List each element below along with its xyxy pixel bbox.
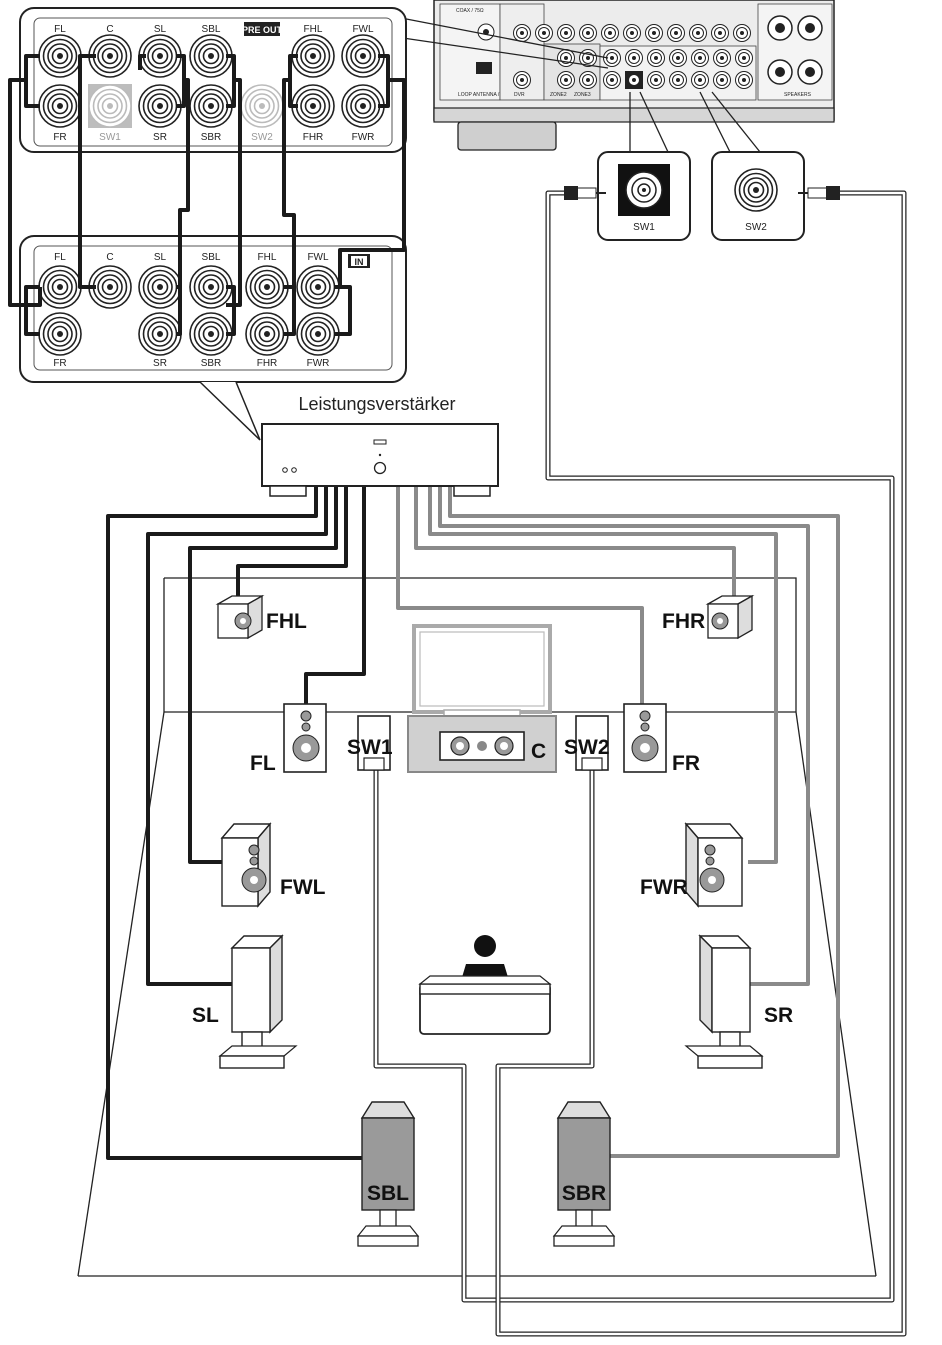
speaker-fwr bbox=[684, 822, 744, 908]
speaker-sl bbox=[218, 934, 298, 1069]
rca-plug-sw2 bbox=[798, 186, 840, 200]
in-label-fl: FL bbox=[54, 252, 66, 263]
power-amplifier: Leistungsverstärker bbox=[261, 394, 499, 497]
label-sw1: SW1 bbox=[347, 736, 393, 759]
subwoofer-cables bbox=[373, 190, 907, 1337]
subwoofer-sw1 bbox=[357, 715, 391, 771]
preout-label-fr: FR bbox=[53, 132, 66, 143]
in-label-fhr: FHR bbox=[257, 358, 278, 369]
preout-label-fwr: FWR bbox=[352, 132, 375, 143]
in-label-sl: SL bbox=[154, 252, 167, 263]
rca-plug-sw1 bbox=[564, 186, 606, 200]
amplifier-label: Leistungsverstärker bbox=[298, 394, 455, 414]
label-sbl: SBL bbox=[367, 1182, 409, 1205]
preout-label-sbr: SBR bbox=[201, 132, 222, 143]
label-fwr: FWR bbox=[640, 876, 688, 899]
callout-lines bbox=[395, 16, 761, 153]
label-fr: FR bbox=[672, 752, 700, 775]
subwoofer-sw2 bbox=[575, 715, 609, 771]
sw1-jack-callout: SW1 bbox=[597, 151, 691, 241]
in-label-sbl: SBL bbox=[202, 252, 221, 263]
preout-label-sw1: SW1 bbox=[99, 132, 121, 143]
coax-label: COAX / 75Ω bbox=[456, 8, 484, 14]
sw2-jack-callout: SW2 bbox=[711, 151, 805, 241]
label-sbr: SBR bbox=[562, 1182, 606, 1205]
label-fhl: FHL bbox=[266, 610, 307, 633]
label-sl: SL bbox=[192, 1004, 219, 1027]
center-speaker bbox=[439, 731, 525, 761]
label-fwl: FWL bbox=[280, 876, 326, 899]
in-label-c: C bbox=[106, 252, 113, 263]
sw1-jack-label: SW1 bbox=[633, 222, 655, 233]
speaker-fwl bbox=[220, 822, 272, 908]
receiver-top-jacks bbox=[513, 24, 751, 42]
label-sr: SR bbox=[764, 1004, 793, 1027]
preout-label-sl: SL bbox=[154, 24, 167, 35]
left-speaker-cables bbox=[106, 486, 366, 1160]
preout-label-sr: SR bbox=[153, 132, 167, 143]
rca-interconnect-cables bbox=[8, 54, 406, 336]
speaker-sbr bbox=[552, 1101, 616, 1247]
speaker-fl bbox=[283, 703, 327, 773]
preout-label-fl: FL bbox=[54, 24, 66, 35]
in-badge: IN bbox=[355, 257, 364, 267]
sw2-jack-label: SW2 bbox=[745, 222, 767, 233]
in-label-fwl: FWL bbox=[307, 252, 329, 263]
pre-out-badge: PRE OUT bbox=[242, 25, 283, 35]
in-label-fwr: FWR bbox=[307, 358, 330, 369]
preout-label-sw2: SW2 bbox=[251, 132, 273, 143]
speaker-terminals bbox=[767, 15, 823, 85]
label-fhr: FHR bbox=[662, 610, 705, 633]
preout-label-fhl: FHL bbox=[304, 24, 323, 35]
in-label-fhl: FHL bbox=[258, 252, 277, 263]
speaker-fhr bbox=[705, 594, 755, 640]
speakers-label: SPEAKERS bbox=[784, 92, 812, 98]
in-label-fr: FR bbox=[53, 358, 66, 369]
label-sw2: SW2 bbox=[564, 736, 610, 759]
label-fl: FL bbox=[250, 752, 276, 775]
dvr-label: DVR bbox=[514, 92, 525, 98]
pre-out-panel: PRE OUT FL C SL SBL FHL FWL FR SW1 SR SB… bbox=[19, 7, 407, 153]
av-receiver-rear-panel: COAX / 75Ω LOOP ANTENNA / TUNER ANTENNA … bbox=[433, 0, 835, 151]
preout-label-fhr: FHR bbox=[303, 132, 324, 143]
zone3-label: ZONE3 bbox=[574, 92, 591, 98]
amp-callout bbox=[199, 381, 261, 441]
preout-label-fwl: FWL bbox=[352, 24, 374, 35]
in-label-sbr: SBR bbox=[201, 358, 222, 369]
speaker-sr bbox=[684, 934, 764, 1069]
label-c: C bbox=[531, 740, 546, 763]
zone2-label: ZONE2 bbox=[550, 92, 567, 98]
receiver-preout-jacks bbox=[603, 49, 753, 89]
speaker-fr bbox=[623, 703, 667, 773]
right-speaker-cables bbox=[396, 486, 840, 1158]
listener-seat bbox=[418, 935, 552, 1035]
preout-label-c: C bbox=[106, 24, 113, 35]
preout-label-sbl: SBL bbox=[202, 24, 221, 35]
in-label-sr: SR bbox=[153, 358, 167, 369]
speaker-sbl bbox=[356, 1101, 420, 1247]
speaker-fhl bbox=[215, 594, 265, 640]
amp-input-panel: IN FL C SL SBL FHL FWL FR SR SBR FHR FWR bbox=[19, 235, 407, 383]
